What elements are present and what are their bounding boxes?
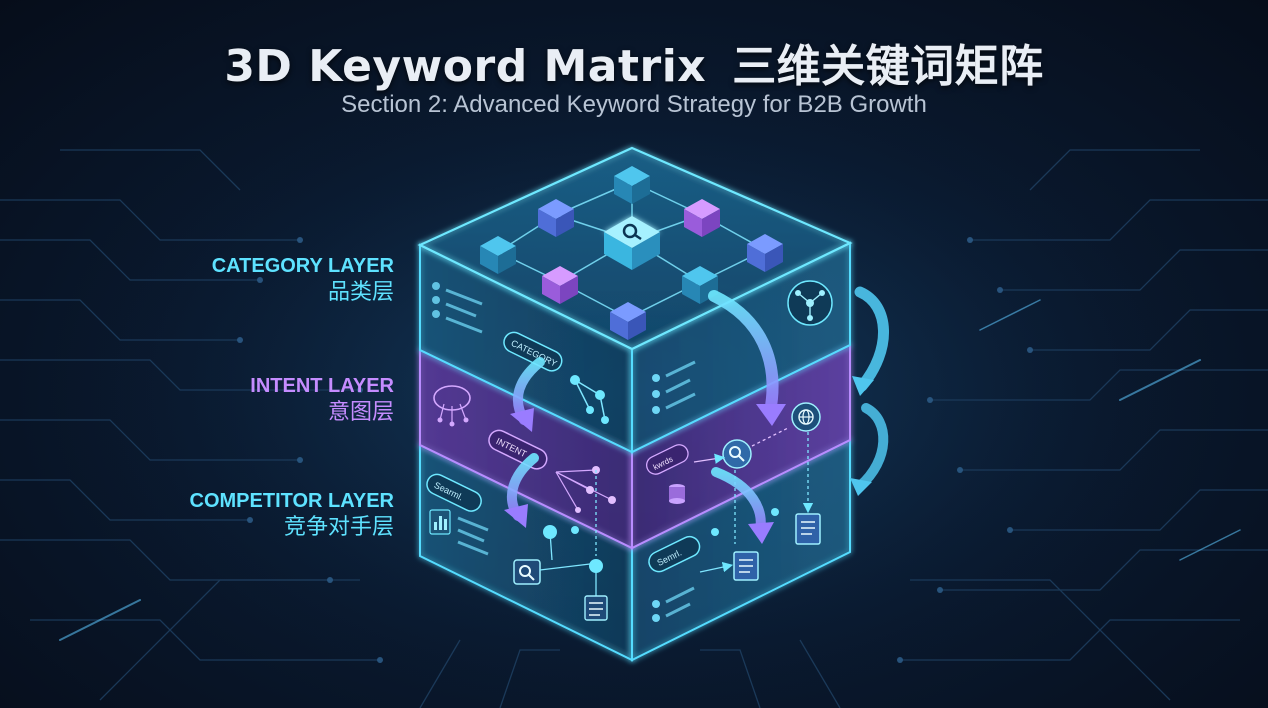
database-icon bbox=[669, 484, 685, 504]
node-box bbox=[538, 199, 574, 237]
flow-arrows bbox=[504, 286, 889, 544]
cloud-network-icon bbox=[433, 385, 471, 427]
category-layer-label-en: CATEGORY LAYER bbox=[211, 255, 394, 277]
competitor-layer-label-zh: 竞争对手层 bbox=[283, 515, 394, 540]
document-icon bbox=[733, 551, 759, 581]
title-en: 3D Keyword Matrix bbox=[224, 41, 707, 92]
competitor-layer-label: COMPETITOR LAYER 竞争对手层 bbox=[190, 488, 394, 543]
chart-icon bbox=[429, 509, 451, 535]
network-icon bbox=[787, 280, 833, 326]
title-zh: 三维关键词矩阵 bbox=[732, 41, 1044, 92]
search-icon bbox=[604, 216, 660, 270]
node-box bbox=[480, 236, 516, 274]
globe-icon bbox=[791, 402, 821, 432]
category-nodes bbox=[480, 166, 783, 340]
category-layer-label-zh: 品类层 bbox=[327, 280, 394, 305]
node-box bbox=[542, 266, 578, 304]
node-box bbox=[610, 302, 646, 340]
intent-layer-label-en: INTENT LAYER bbox=[250, 375, 394, 397]
node-box bbox=[747, 234, 783, 272]
intent-right-tag: kwrds bbox=[646, 444, 689, 475]
document-icon bbox=[584, 595, 608, 621]
comp-left-tag: Searml. bbox=[426, 473, 482, 512]
intent-layer-label: INTENT LAYER 意图层 bbox=[250, 373, 394, 428]
category-layer-label: CATEGORY LAYER 品类层 bbox=[212, 253, 394, 308]
search-icon bbox=[722, 439, 752, 469]
category-right-widgets bbox=[652, 280, 833, 414]
comp-right-tag: Semrl. bbox=[648, 535, 701, 573]
competitor-layer-label-en: COMPETITOR LAYER bbox=[189, 490, 394, 512]
document-icon bbox=[795, 513, 821, 545]
competitor-widgets: Searml. Semrl. bbox=[426, 432, 821, 622]
page-title: 3D Keyword Matrix 三维关键词矩阵 bbox=[0, 30, 1268, 94]
node-box bbox=[684, 199, 720, 237]
intent-layer-label-zh: 意图层 bbox=[327, 400, 394, 425]
node-box bbox=[682, 266, 718, 304]
node-box bbox=[614, 166, 650, 204]
page-subtitle: Section 2: Advanced Keyword Strategy for… bbox=[341, 91, 927, 118]
search-icon bbox=[513, 559, 541, 585]
